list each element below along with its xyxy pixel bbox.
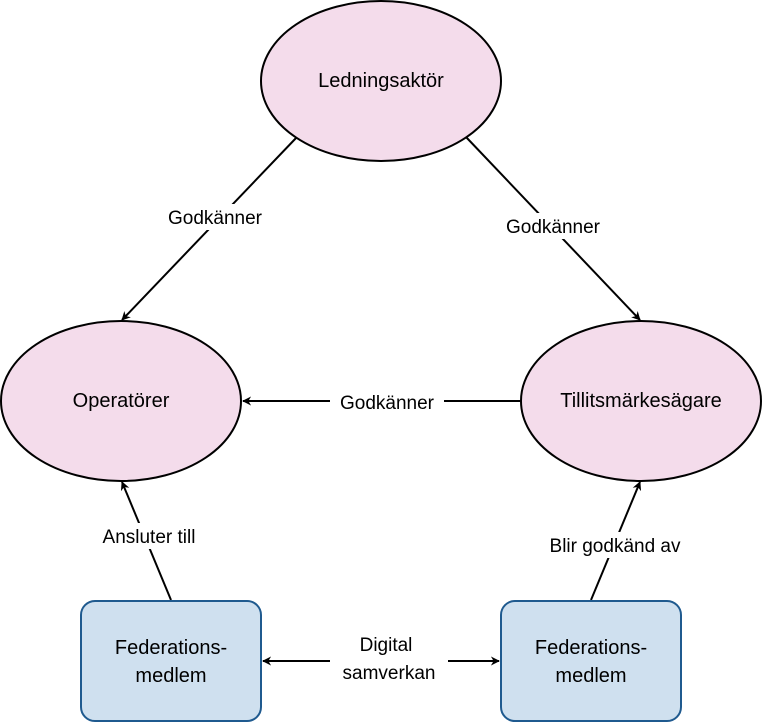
node-ledningsaktor: Ledningsaktör (260, 0, 502, 162)
node-label-fed-left-line1: Federations- (115, 637, 227, 659)
node-label-operatorer: Operatörer (73, 390, 170, 412)
node-label-fed-right-line1: Federations- (535, 637, 647, 659)
edge-label-tillit-operatorer: Godkänner (340, 393, 435, 414)
node-federationsmedlem-left: Federations- medlem (80, 600, 262, 722)
edge-label-ledning-tillit: Godkänner (506, 217, 601, 238)
node-federationsmedlem-right: Federations- medlem (500, 600, 682, 722)
node-label-tillitsmarkesagare: Tillitsmärkesägare (560, 390, 722, 412)
edge-label-ledning-operatorer: Godkänner (168, 208, 263, 229)
edge-label-blir-godkand: Blir godkänd av (550, 536, 681, 557)
edge-label-digital: Digital (360, 635, 413, 656)
node-label-fed-right-line2: medlem (555, 665, 626, 687)
edge-label-samverkan: samverkan (343, 663, 436, 684)
edge-label-ansluter: Ansluter till (103, 527, 196, 548)
node-tillitsmarkesagare: Tillitsmärkesägare (520, 320, 762, 482)
node-label-ledningsaktor: Ledningsaktör (318, 70, 444, 92)
node-label-fed-left-line2: medlem (135, 665, 206, 687)
node-operatorer: Operatörer (0, 320, 242, 482)
